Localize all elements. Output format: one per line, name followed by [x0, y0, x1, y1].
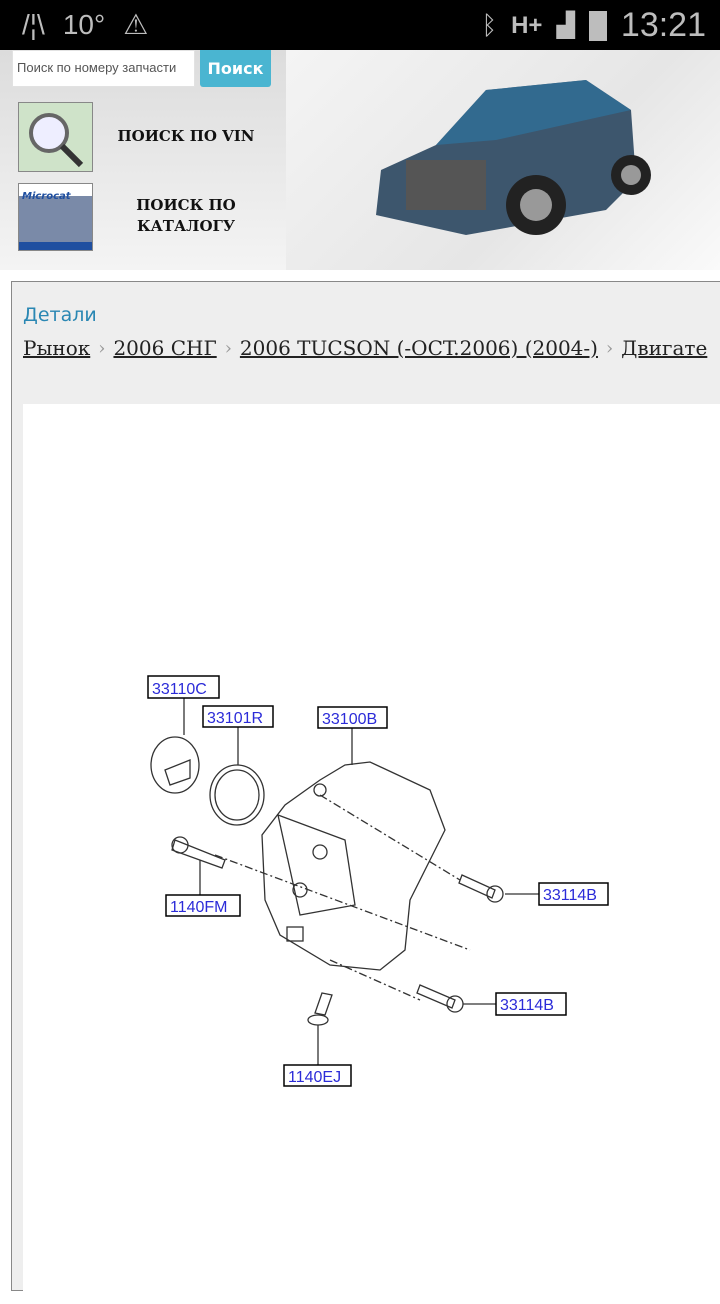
part-number-search-input[interactable]: Поиск по номеру запчасти — [12, 50, 195, 87]
breadcrumb-engine[interactable]: Двигате — [621, 336, 708, 360]
car-banner-image — [286, 50, 720, 270]
callout-33110C[interactable]: 33110C — [152, 681, 207, 698]
callout-33114B[interactable]: 33114B — [543, 887, 597, 904]
o-ring-part — [209, 764, 265, 826]
clock: 13:21 — [620, 6, 706, 44]
status-bar: /¦\ 10° ⚠ ᛒ H+ ▟ 13:21 — [0, 0, 720, 50]
header-area: Поиск по номеру запчасти Поиск ПОИСК ПО … — [0, 50, 720, 270]
callout-1140EJ[interactable]: 1140EJ — [288, 1069, 341, 1086]
breadcrumb-model[interactable]: 2006 TUCSON (-OCT.2006) (2004-) — [239, 336, 598, 360]
microcat-catalog-icon[interactable]: Microcat — [18, 183, 93, 251]
bolt-part — [458, 874, 504, 903]
vin-search-link[interactable]: ПОИСК ПО VIN — [117, 127, 255, 145]
callout-33100B[interactable]: 33100B — [322, 711, 377, 728]
callout-1140FM[interactable]: 1140FM — [170, 899, 228, 916]
wifi-unknown-icon: ⚠ — [123, 9, 149, 40]
pump-body-part — [261, 761, 446, 971]
breadcrumb-region[interactable]: 2006 СНГ — [113, 336, 217, 360]
catalog-search-link[interactable]: ПОИСК ПО КАТАЛОГУ — [136, 196, 236, 235]
callout-33114B[interactable]: 33114B — [500, 997, 554, 1014]
chevron-right-icon: › — [224, 337, 232, 359]
breadcrumb-market[interactable]: Рынок — [23, 336, 91, 360]
cap-part — [150, 736, 200, 794]
battery-icon — [588, 10, 607, 41]
breadcrumb: Рынок › 2006 СНГ › 2006 TUCSON (-OCT.2006)… — [23, 336, 707, 360]
network-type: H+ — [511, 11, 543, 39]
signal-icon: ▟ — [556, 12, 575, 39]
bolt-part — [416, 984, 464, 1013]
bolt-part — [171, 836, 226, 869]
callout-33101R[interactable]: 33101R — [207, 710, 263, 727]
parts-panel: Детали Рынок › 2006 СНГ › 2006 TUCSON (-OC… — [11, 281, 720, 1304]
bolt-part — [307, 992, 333, 1026]
section-title: Детали — [23, 304, 97, 326]
navigation-icon: /¦\ — [22, 8, 45, 40]
temperature: 10° — [62, 8, 106, 40]
chevron-right-icon: › — [98, 337, 106, 359]
chevron-right-icon: › — [605, 337, 614, 359]
bluetooth-icon: ᛒ — [481, 10, 498, 40]
vin-search-icon[interactable] — [18, 102, 93, 172]
diagram-area — [23, 404, 720, 1304]
search-button[interactable]: Поиск — [200, 50, 271, 87]
